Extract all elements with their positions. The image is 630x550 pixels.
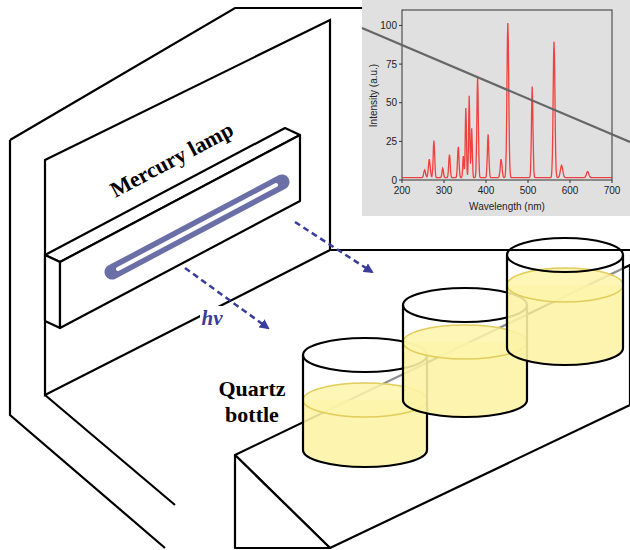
axis-title: Wavelength (nm) — [469, 201, 545, 212]
spectrum-inset — [362, 0, 630, 216]
axis-title: Intensity (a.u.) — [368, 63, 379, 126]
tick-label: 50 — [386, 97, 397, 108]
tick-label: 200 — [394, 185, 411, 196]
tick-label: 500 — [520, 185, 537, 196]
quartz-bottles — [303, 238, 623, 467]
tick-label: 75 — [386, 59, 397, 70]
bottle-label: Quartz bottle — [207, 376, 297, 429]
tick-label: 100 — [380, 20, 397, 31]
photon-label: hν — [200, 306, 225, 331]
platform — [235, 265, 630, 548]
tick-label: 0 — [391, 175, 397, 186]
quartz-bottle — [507, 238, 623, 365]
tick-label: 600 — [562, 185, 579, 196]
lamp-tube — [112, 182, 282, 272]
tick-label: 300 — [436, 185, 453, 196]
tick-label: 700 — [604, 185, 621, 196]
tick-label: 400 — [478, 185, 495, 196]
tick-label: 25 — [386, 136, 397, 147]
